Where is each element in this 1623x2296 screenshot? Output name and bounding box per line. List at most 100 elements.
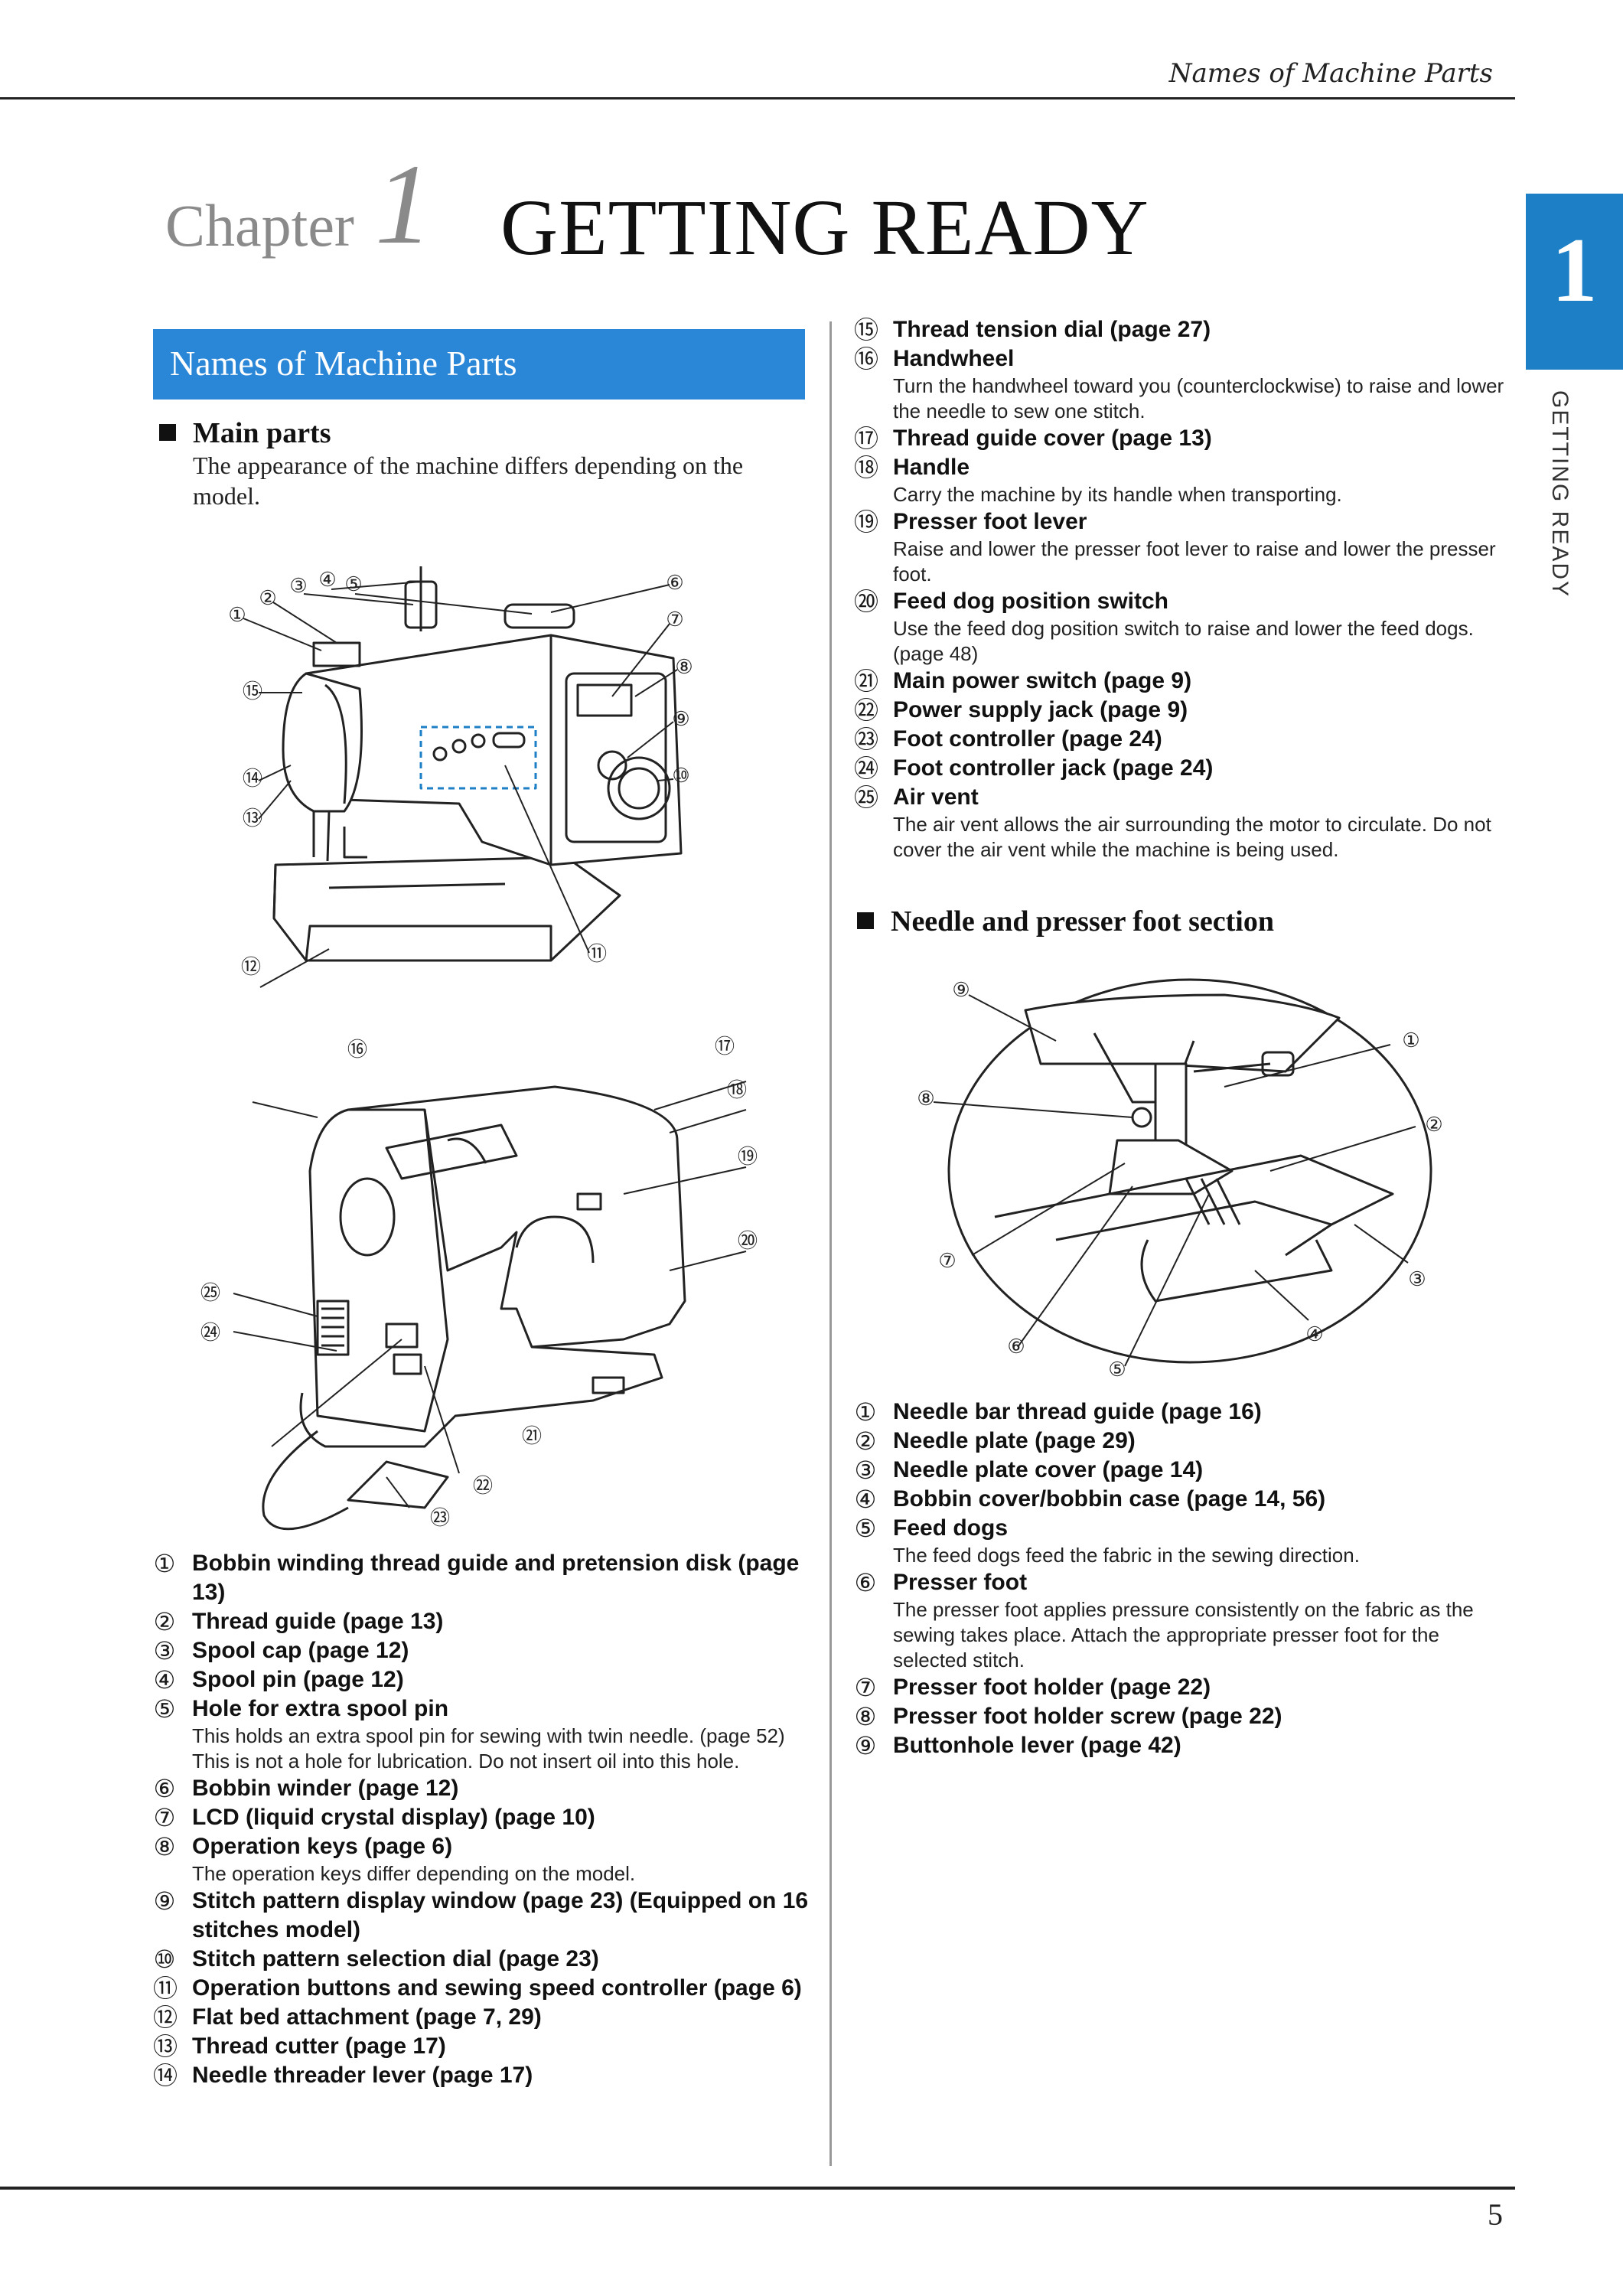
fig-front-label-10: ⑩ <box>672 764 689 787</box>
item-number-badge: ㉔ <box>854 755 879 782</box>
item-title: Foot controller jack (page 24) <box>893 755 1214 781</box>
item-number-badge: ㉕ <box>854 784 879 811</box>
item-number-badge: ㉑ <box>854 667 879 695</box>
fig-front-label-13: ⑬ <box>243 807 262 830</box>
item-number-badge: ㉓ <box>854 726 879 753</box>
item-title: Bobbin winding thread guide and pretensi… <box>192 1551 800 1605</box>
item-title: Flat bed attachment (page 7, 29) <box>192 2004 542 2030</box>
fig-front-label-9: ⑨ <box>672 707 689 730</box>
fig-rear-label-24: ㉔ <box>200 1321 220 1344</box>
item-title: Needle plate (page 29) <box>893 1428 1136 1453</box>
item-number-badge: ④ <box>153 1666 176 1694</box>
list-item: ㉓ Foot controller (page 24) <box>854 725 1512 754</box>
item-title: Presser foot lever <box>893 509 1087 534</box>
item-number-badge: ⑦ <box>153 1804 176 1831</box>
fig-front-label-11: ⑪ <box>587 942 607 965</box>
item-description: Raise and lower the presser foot lever t… <box>893 537 1496 585</box>
item-number-badge: ⑥ <box>854 1569 877 1596</box>
item-title: Thread guide (page 13) <box>192 1609 444 1634</box>
fig-rear-label-16: ⑯ <box>347 1038 367 1061</box>
item-number-badge: ⑩ <box>153 1945 176 1973</box>
item-title: Presser foot holder (page 22) <box>893 1675 1211 1700</box>
item-description: The operation keys differ depending on t… <box>192 1862 636 1885</box>
item-number-badge: ⑦ <box>854 1674 877 1701</box>
list-item: ⑫ Flat bed attachment (page 7, 29) <box>153 2003 811 2032</box>
item-title: Spool cap (page 12) <box>192 1638 409 1663</box>
chapter-tab-label: GETTING READY <box>1547 390 1572 598</box>
item-number-badge: ⑬ <box>153 2033 178 2060</box>
item-number-badge: ④ <box>854 1486 877 1513</box>
fig-rear-label-23: ㉓ <box>430 1506 450 1529</box>
item-title: Foot controller (page 24) <box>893 726 1162 752</box>
item-description: This holds an extra spool pin for sewing… <box>192 1724 785 1773</box>
item-description: Use the feed dog position switch to rais… <box>893 617 1474 665</box>
item-number-badge: ② <box>153 1608 176 1636</box>
chapter-label: Chapter <box>165 192 354 259</box>
item-title: Handwheel <box>893 346 1015 371</box>
item-number-badge: ⑤ <box>153 1695 176 1723</box>
chapter-title: GETTING READY <box>500 184 1149 272</box>
item-description: Carry the machine by its handle when tra… <box>893 483 1342 506</box>
fig-needle-label-4: ④ <box>1305 1322 1323 1345</box>
rear-machine-illustration: ⑯ ⑰ ⑱ ⑲ ⑳ ㉑ ㉒ ㉓ ㉔ ㉕ <box>200 1035 758 1531</box>
fig-front-label-5: ⑤ <box>344 572 362 595</box>
main-parts-intro: The appearance of the machine differs de… <box>193 452 744 510</box>
header-rule <box>0 97 1515 99</box>
item-number-badge: ⑳ <box>854 588 879 615</box>
fig-front-label-7: ⑦ <box>666 608 683 631</box>
item-title: Air vent <box>893 784 979 810</box>
item-title: Operation buttons and sewing speed contr… <box>192 1975 802 2001</box>
item-title: Presser foot holder screw (page 22) <box>893 1704 1282 1729</box>
fig-needle-label-6: ⑥ <box>1007 1335 1025 1358</box>
footer-rule <box>0 2187 1515 2190</box>
fig-needle-label-3: ③ <box>1408 1267 1426 1290</box>
fig-front-label-1: ① <box>230 603 246 626</box>
item-number-badge: ⑥ <box>153 1775 176 1802</box>
fig-front-label-3: ③ <box>289 574 307 597</box>
square-bullet-icon <box>159 424 176 441</box>
item-number-badge: ⑨ <box>153 1887 176 1915</box>
needle-section-heading: Needle and presser foot section <box>857 905 1274 938</box>
fig-front-label-2: ② <box>259 586 276 609</box>
item-number-badge: ㉒ <box>854 696 879 724</box>
item-description: The feed dogs feed the fabric in the sew… <box>893 1544 1360 1567</box>
item-description: Turn the handwheel toward you (countercl… <box>893 374 1504 422</box>
item-number-badge: ⑧ <box>153 1833 176 1861</box>
item-number-badge: ⑫ <box>153 2004 178 2031</box>
fig-needle-label-5: ⑤ <box>1108 1358 1126 1381</box>
item-number-badge: ⑭ <box>153 2062 178 2089</box>
front-machine-illustration: ① ② ③ ④ ⑤ ⑥ ⑦ ⑧ ⑨ ⑩ ⑪ ⑫ ⑬ ⑭ ⑮ <box>230 566 693 988</box>
chapter-tab: 1 <box>1526 194 1623 370</box>
fig-rear-label-18: ⑱ <box>727 1078 747 1101</box>
needle-section-heading-text: Needle and presser foot section <box>891 905 1274 938</box>
item-number-badge: ⑲ <box>854 508 879 536</box>
section-title-bar: Names of Machine Parts <box>153 329 805 400</box>
fig-needle-label-7: ⑦ <box>938 1249 956 1272</box>
item-title: Needle plate cover (page 14) <box>893 1457 1204 1482</box>
item-title: Hole for extra spool pin <box>192 1696 449 1721</box>
fig-rear-label-22: ㉒ <box>473 1474 493 1497</box>
fig-front-label-6: ⑥ <box>666 571 683 594</box>
fig-needle-label-9: ⑨ <box>952 978 970 1001</box>
item-title: Stitch pattern display window (page 23) … <box>192 1888 809 1942</box>
